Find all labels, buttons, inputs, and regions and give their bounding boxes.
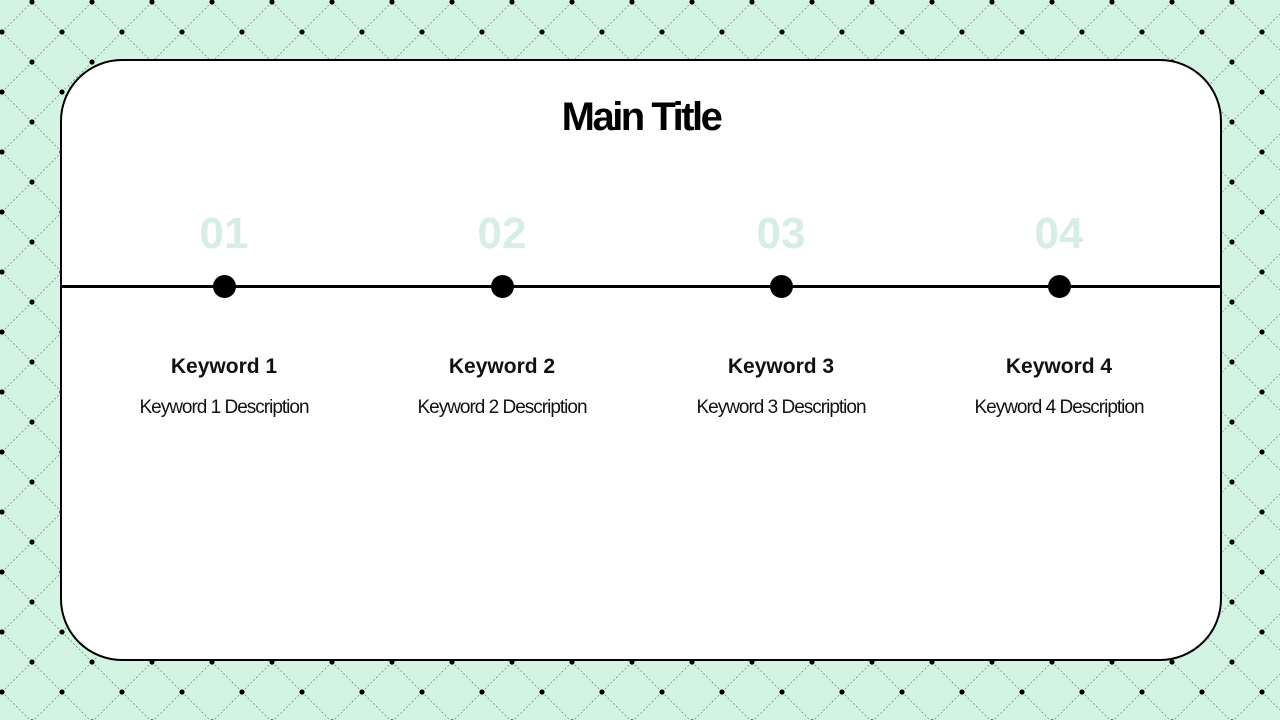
step-description: Keyword 2 Description <box>417 397 587 418</box>
step-keyword: Keyword 1 <box>170 355 278 378</box>
step-number: 04 <box>1034 209 1084 258</box>
step-number: 01 <box>199 209 249 258</box>
timeline-dot-icon <box>1048 275 1071 298</box>
main-title: Main Title <box>561 95 723 139</box>
step-keyword: Keyword 3 <box>727 355 835 378</box>
timeline-dot-icon <box>770 275 793 298</box>
step-keyword: Keyword 2 <box>448 355 556 378</box>
timeline-line <box>62 285 1220 288</box>
step-keyword: Keyword 4 <box>1005 355 1113 378</box>
step-description: Keyword 3 Description <box>696 397 866 418</box>
step-number: 02 <box>477 209 527 258</box>
content-card: Main Title 01 Keyword 1 Keyword 1 Descri… <box>60 59 1222 661</box>
step-number: 03 <box>756 209 806 258</box>
step-description: Keyword 4 Description <box>974 397 1144 418</box>
step-description: Keyword 1 Description <box>139 397 309 418</box>
timeline-dot-icon <box>213 275 236 298</box>
timeline-dot-icon <box>491 275 514 298</box>
